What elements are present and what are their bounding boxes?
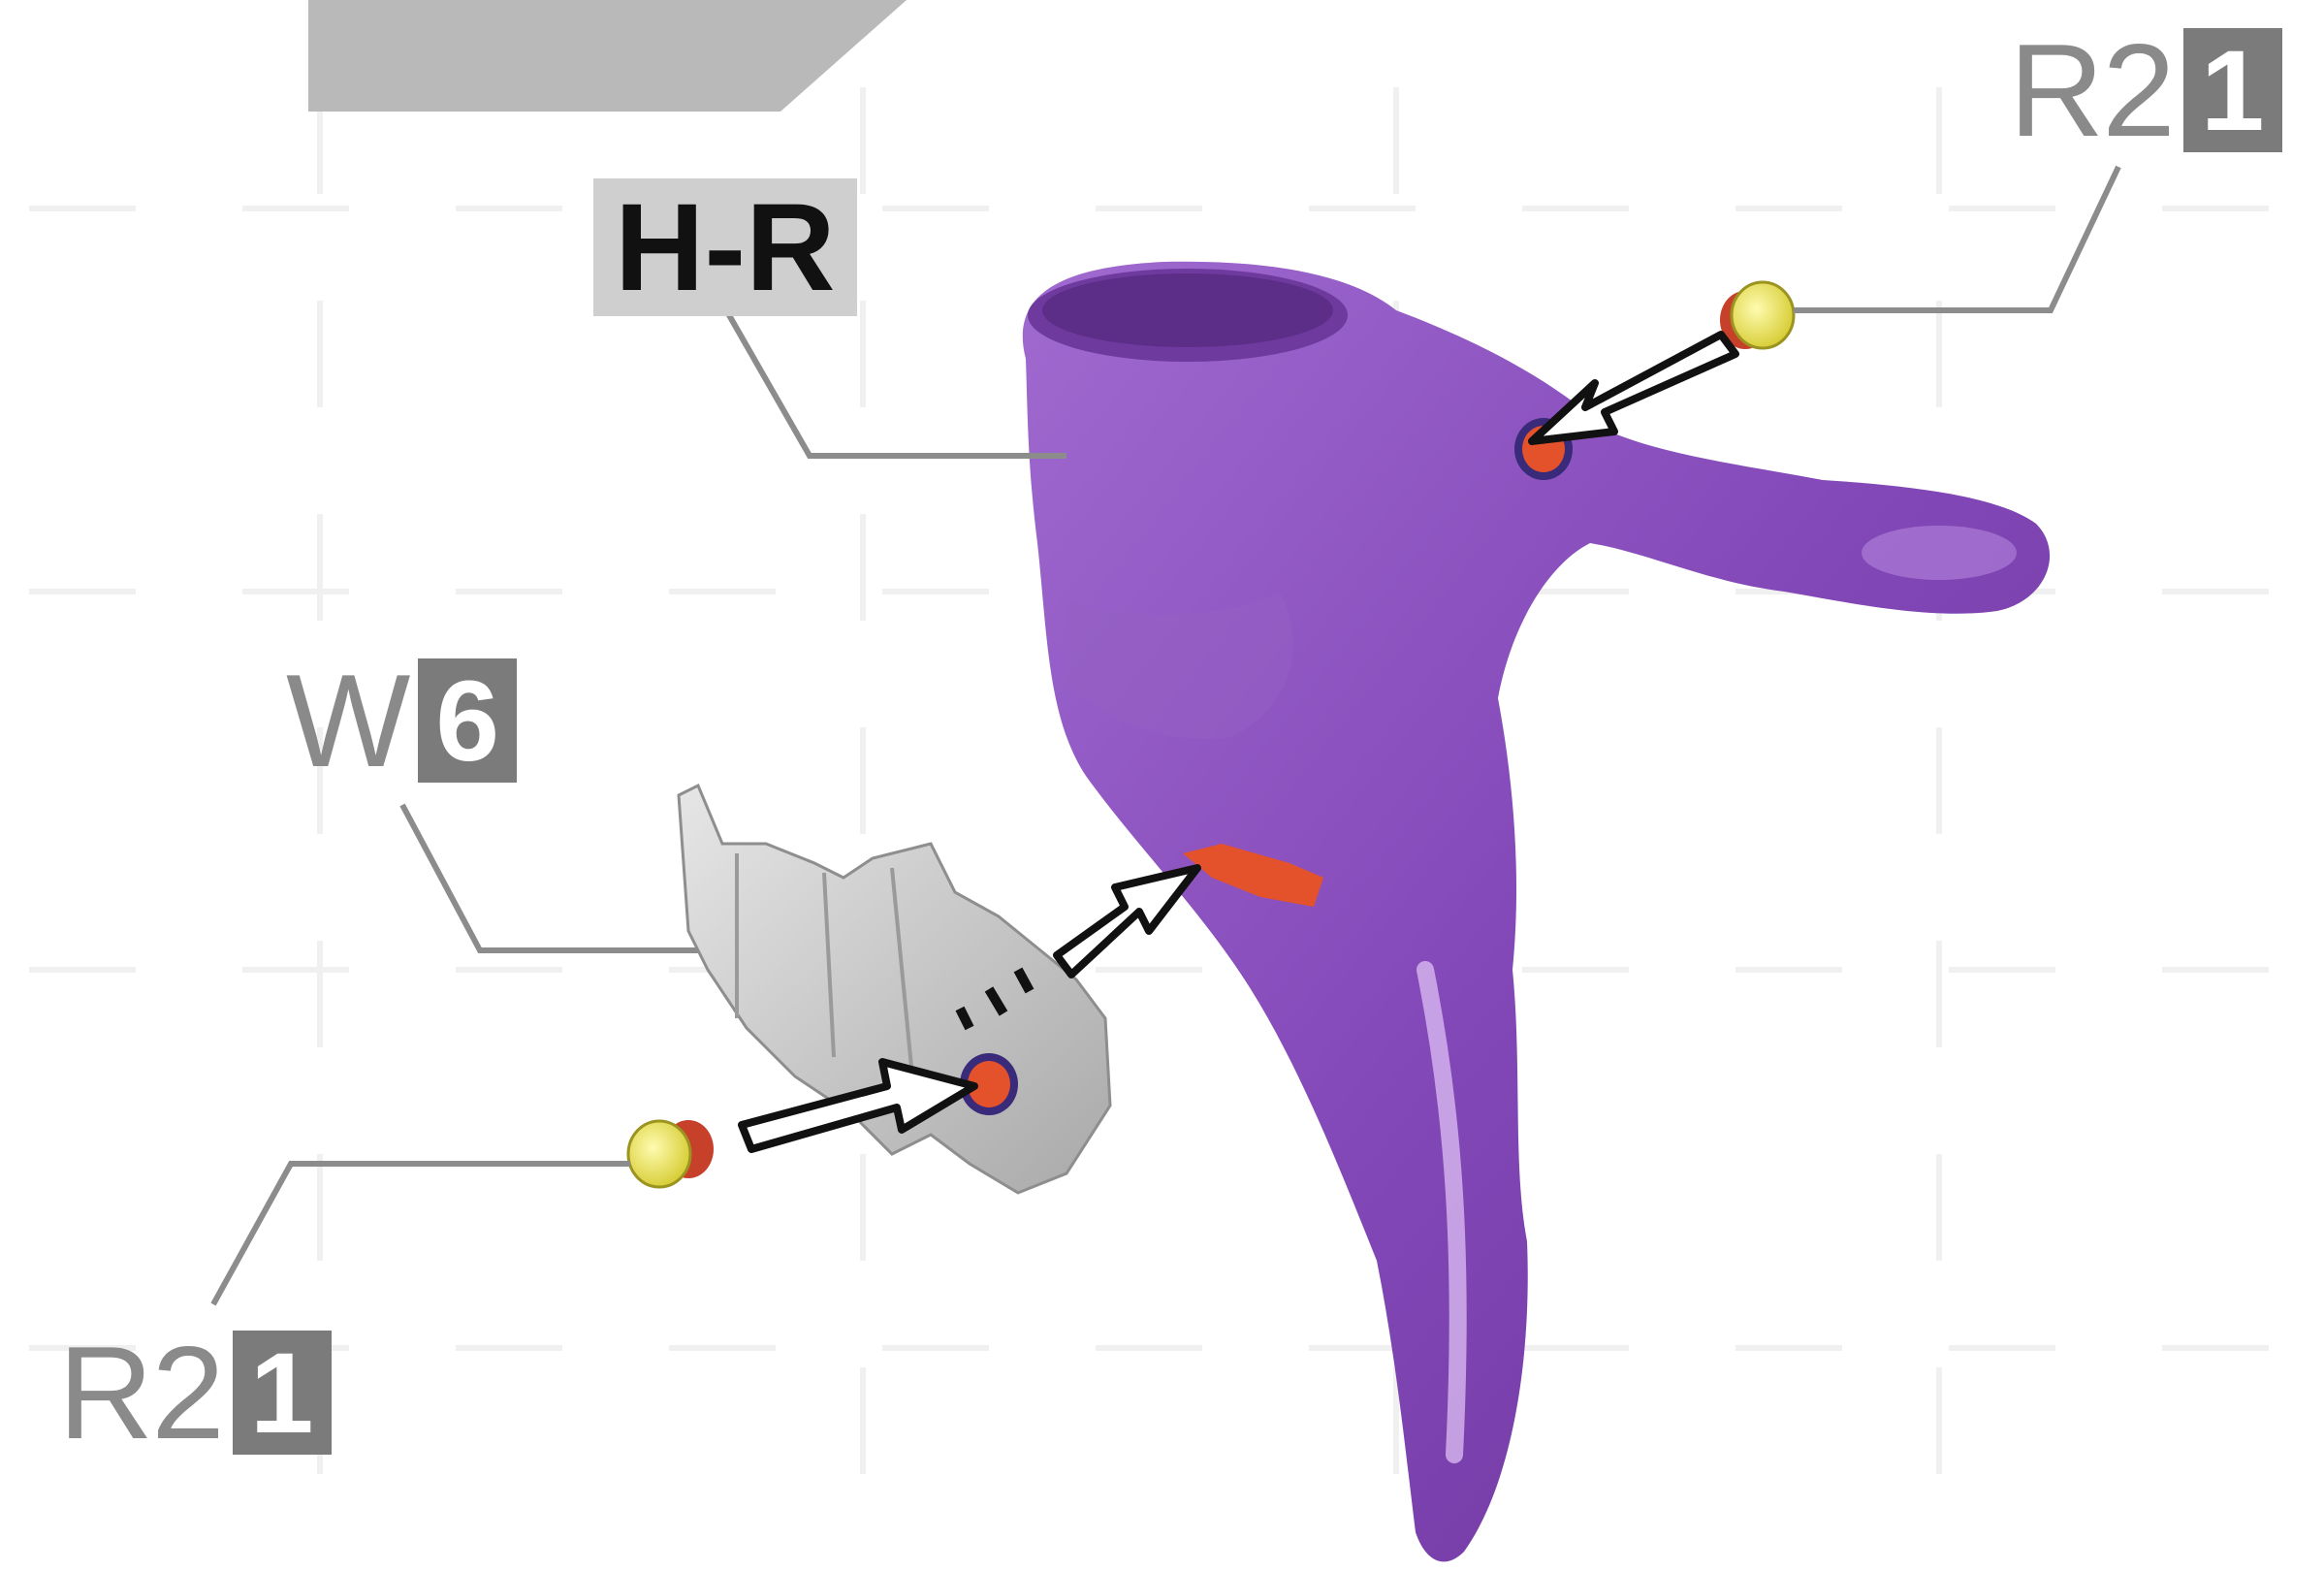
callout-qty: 1	[2183, 28, 2282, 152]
callout-code: R2	[58, 1327, 223, 1459]
callout-code: W	[286, 655, 408, 786]
callout-r2-top: R2 1	[2009, 24, 2282, 156]
arrow-w-to-hr	[1057, 868, 1197, 975]
arrow-peg-to-hr	[1532, 335, 1735, 441]
callout-r2-bottom: R2 1	[58, 1327, 332, 1459]
peg-lower	[628, 1120, 714, 1187]
header-banner-shape	[308, 0, 907, 112]
callout-qty: 6	[418, 658, 517, 783]
main-part-hr	[1023, 262, 2050, 1562]
peg-upper	[1720, 282, 1794, 349]
callout-w: W 6	[286, 655, 517, 786]
callout-code: R2	[2009, 24, 2174, 156]
part-label-hr: H-R	[593, 178, 857, 316]
callout-qty: 1	[233, 1331, 332, 1455]
